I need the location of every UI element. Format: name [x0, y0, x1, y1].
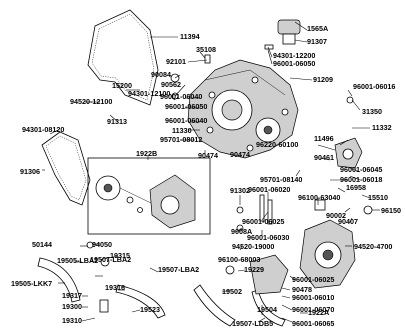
part-label: 92101 [166, 57, 186, 66]
part-label: 96001-06065 [292, 319, 334, 328]
part-label: 19317 [62, 291, 82, 300]
part-label: 15510 [368, 193, 388, 202]
part-label: 90407 [338, 217, 358, 226]
part-label: 91313 [107, 117, 127, 126]
part-label: 11332 [372, 123, 392, 132]
part-label: 11394 [180, 32, 200, 41]
part-label: 96100-63040 [298, 193, 340, 202]
part-label: 19310 [62, 316, 82, 325]
part-label: 96001-06050 [273, 59, 315, 68]
coolant-hoses [37, 254, 289, 327]
part-label: 35108 [196, 45, 216, 54]
part-label: 96001-06010 [292, 293, 334, 302]
part-label: 95701-08140 [260, 175, 302, 184]
part-label: 90002 [326, 211, 346, 220]
part-label: 96001-06050 [165, 102, 207, 111]
part-label: 96001-06025 [292, 275, 334, 284]
part-label: 1922B [136, 149, 157, 158]
part-label: 96150 [381, 206, 401, 215]
part-label: 19502 [222, 287, 242, 296]
part-label: 96001-06040 [160, 92, 202, 101]
filter-cap [277, 19, 301, 45]
part-label: 19505-LBA2 [57, 256, 98, 265]
part-labels: 113941565A91307351089210194301-122009600… [11, 24, 401, 328]
part-label: 90461 [314, 153, 334, 162]
part-label: 90478 [292, 285, 312, 294]
part-label: 19507-LBA2 [158, 265, 199, 274]
part-label: 96001-06070 [292, 305, 334, 314]
part-label: 19507-LBA2 [90, 255, 131, 264]
part-label: 31350 [362, 107, 382, 116]
part-label: 19523 [140, 305, 160, 314]
part-label: 94520-12100 [70, 97, 112, 106]
side-gasket [41, 131, 91, 206]
part-label: 94301-08120 [22, 125, 64, 134]
part-label: 96001-06045 [340, 165, 382, 174]
part-label: 90474 [198, 151, 218, 160]
part-label: 94520-19000 [232, 242, 274, 251]
part-label: 96001-06020 [248, 185, 290, 194]
part-label: 19315 [110, 251, 130, 260]
part-label: 19316 [105, 283, 125, 292]
part-label: 1922A [308, 308, 329, 317]
part-label: 96001-06030 [247, 233, 289, 242]
part-label: 91306 [20, 167, 40, 176]
part-label: 16958 [346, 183, 366, 192]
part-label: 91302 [230, 186, 250, 195]
part-label: 1565A [307, 24, 328, 33]
part-label: 94520-4700 [354, 242, 392, 251]
part-label: 94301-12100 [128, 89, 170, 98]
part-label: 91307 [307, 37, 327, 46]
fasteners [86, 44, 373, 313]
part-label: 11496 [314, 134, 334, 143]
part-label: 91209 [313, 75, 333, 84]
part-label: 96001-06040 [165, 116, 207, 125]
part-label: 19229 [244, 265, 264, 274]
part-label: 96001-06016 [353, 82, 395, 91]
part-label: 19300 [62, 302, 82, 311]
cover-gasket [87, 9, 159, 106]
part-label: 9008A [231, 227, 252, 236]
part-label: 94301-12200 [273, 51, 315, 60]
part-label: 96001-06025 [242, 217, 284, 226]
part-label: 19507-LDB5 [232, 319, 273, 328]
pump-housing [299, 219, 356, 289]
crankcase-cover [187, 59, 299, 159]
part-label: 94050 [92, 240, 112, 249]
part-label: 96100-68003 [218, 255, 260, 264]
part-label: 11330 [172, 126, 192, 135]
part-label: 96220-60100 [256, 140, 298, 149]
part-label: 50144 [32, 240, 52, 249]
part-label: 95701-08012 [160, 135, 202, 144]
part-label: 96001-06018 [340, 175, 382, 184]
thermostat-housing [334, 137, 363, 169]
group-box-1922b [87, 157, 211, 235]
part-label: 90562 [161, 80, 181, 89]
part-label: 19505-LKK7 [11, 279, 52, 288]
part-label: 90474 [230, 150, 250, 159]
part-label: 15200 [112, 81, 132, 90]
leader-lines [42, 21, 380, 323]
part-label: 19504 [257, 305, 277, 314]
part-label: 90084 [151, 70, 171, 79]
